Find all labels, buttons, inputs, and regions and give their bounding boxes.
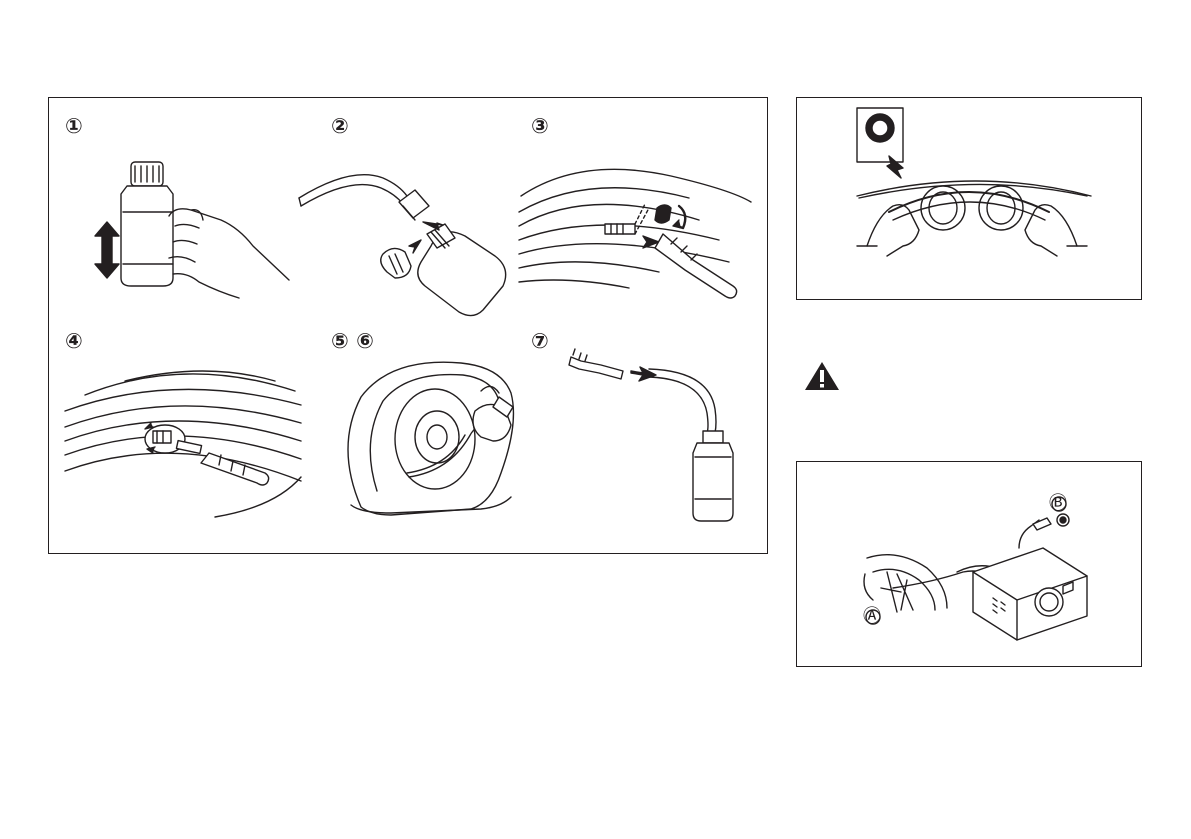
compressor-panel: Ⓑ Ⓐ (796, 461, 1142, 667)
step-3: ③ (531, 116, 756, 306)
step-2: ② (331, 116, 531, 306)
attach-hose-illustration (331, 116, 531, 306)
remove-valve-core-illustration (531, 116, 756, 306)
compressor-illustration (797, 462, 1143, 668)
speed-sticker-panel (796, 97, 1142, 300)
warning-triangle-icon (804, 361, 840, 391)
disconnect-hose-illustration (531, 331, 756, 541)
step-7: ⑦ (531, 331, 756, 541)
step-4: ④ (65, 331, 305, 531)
inject-sealant-illustration (331, 331, 531, 531)
steering-wheel-sticker-illustration (797, 98, 1143, 301)
step-5-6: ⑤ ⑥ (331, 331, 531, 531)
shake-bottle-illustration (65, 116, 305, 296)
instruction-steps-panel: ① ② (48, 97, 768, 554)
step-1: ① (65, 116, 305, 296)
screw-hose-onto-valve-illustration (65, 331, 305, 531)
callout-a-label: Ⓐ (863, 607, 881, 627)
callout-b-label: Ⓑ (1049, 494, 1067, 514)
